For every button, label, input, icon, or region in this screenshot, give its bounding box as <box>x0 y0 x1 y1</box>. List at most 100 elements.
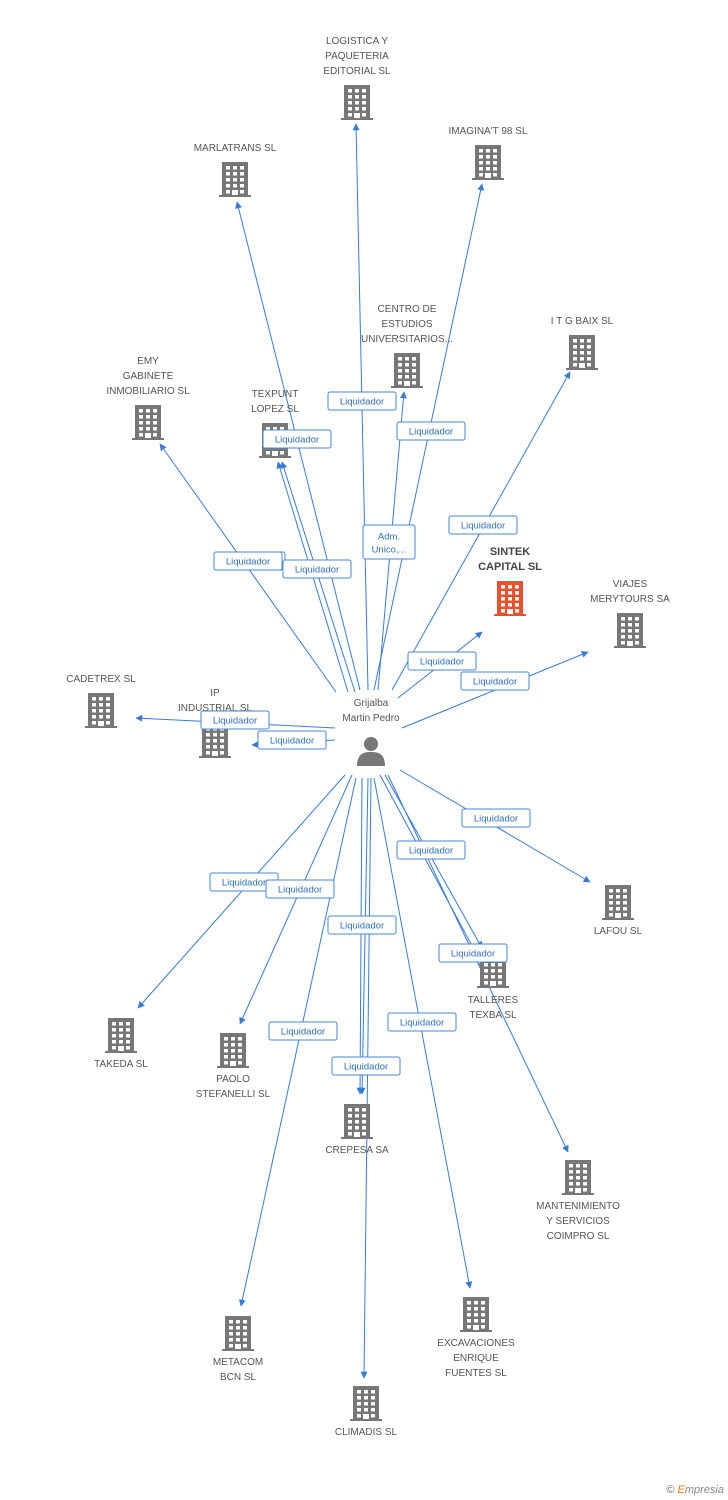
building-icon <box>341 85 373 120</box>
company-node-centro[interactable]: CENTRO DEESTUDIOSUNIVERSITARIOS... <box>361 304 453 388</box>
company-node-itgbaix[interactable]: I T G BAIX SL <box>551 316 614 370</box>
edge-label-lafou[interactable]: Liquidador <box>461 808 531 828</box>
edge-label-texpunt[interactable]: Liquidador <box>282 559 352 579</box>
edge-label-logistica[interactable]: Adm.Unico,... <box>362 524 416 560</box>
company-name-line: PAQUETERIA <box>325 51 389 62</box>
company-node-crepesa[interactable]: CREPESA SA <box>325 1104 389 1156</box>
company-node-lafou[interactable]: LAFOU SL <box>594 885 643 937</box>
company-name-line: TEXBA SL <box>469 1010 517 1021</box>
edge-label-text: Liquidador <box>474 814 518 825</box>
company-node-imaginat[interactable]: IMAGINA'T 98 SL <box>449 126 528 180</box>
company-name-line: FUENTES SL <box>445 1368 507 1379</box>
edge-label-text: Liquidador <box>340 921 384 932</box>
brand-logo-text: mpresia <box>684 1484 724 1496</box>
edge-label-centro[interactable]: Liquidador <box>327 391 397 411</box>
building-icon <box>222 1316 254 1351</box>
edge-label-text: Liquidador <box>461 521 505 532</box>
edge-label-viajes[interactable]: Liquidador <box>460 671 530 691</box>
company-name-line: EMY <box>137 356 159 367</box>
edge-label-text: Liquidador <box>420 657 464 668</box>
edge-label-mantenimiento[interactable]: Liquidador <box>387 1012 457 1032</box>
company-name-line: INMOBILIARIO SL <box>106 386 190 397</box>
company-name-line: STEFANELLI SL <box>196 1089 271 1100</box>
company-name-line: METACOM <box>213 1357 263 1368</box>
company-name-line: CLIMADIS SL <box>335 1427 398 1438</box>
edge-label-crepesa[interactable]: Liquidador <box>327 915 397 935</box>
edge-label-ip[interactable]: Liquidador <box>257 730 327 750</box>
edge-line-talleres <box>384 774 483 949</box>
edge-label-talleres[interactable]: Liquidador <box>438 943 508 963</box>
building-icon <box>566 335 598 370</box>
company-name-line: I T G BAIX SL <box>551 316 614 327</box>
company-name-line: COIMPRO SL <box>547 1231 610 1242</box>
copyright-notice: © Empresia <box>666 1484 724 1496</box>
building-icon <box>614 613 646 648</box>
building-icon <box>219 162 251 197</box>
company-name-line: CAPITAL SL <box>478 561 542 573</box>
edge-line-crepesa <box>356 777 364 1095</box>
edge-label-text: Liquidador <box>213 716 257 727</box>
building-icon <box>602 885 634 920</box>
building-icon <box>472 145 504 180</box>
edge-label-metacom[interactable]: Liquidador <box>268 1021 338 1041</box>
person-icon <box>357 737 385 766</box>
edge-label-text: Liquidador <box>278 885 322 896</box>
edge-label-imaginat[interactable]: Liquidador <box>396 421 466 441</box>
edge-line-talleres <box>379 774 485 969</box>
edge-label-text: Liquidador <box>222 878 266 889</box>
company-name-line: TAKEDA SL <box>94 1059 148 1070</box>
company-node-metacom[interactable]: METACOM BCN SL <box>213 1316 263 1383</box>
edge-label-emy[interactable]: Liquidador <box>213 551 283 571</box>
edge-label-text: Liquidador <box>473 677 517 688</box>
company-name-line: MARLATRANS SL <box>194 143 277 154</box>
company-node-takeda[interactable]: TAKEDA SL <box>94 1018 148 1070</box>
company-node-emy[interactable]: EMY GABINETE INMOBILIARIO SL <box>106 356 190 440</box>
edge-label-text: Liquidador <box>340 397 384 408</box>
building-icon <box>341 1104 373 1139</box>
edge-line-crepesa <box>358 777 369 1095</box>
edge-label-paolo[interactable]: Liquidador <box>265 879 335 899</box>
company-name-line: VIAJES <box>613 579 648 590</box>
company-name-line: INDUSTRIAL SL <box>178 703 253 714</box>
edge-label-itgbaix[interactable]: Liquidador <box>448 515 518 535</box>
edge-label-talleres[interactable]: Liquidador <box>396 840 466 860</box>
company-name-line: LAFOU SL <box>594 926 643 937</box>
edge-label-text: Liquidador <box>400 1018 444 1029</box>
edge-line-metacom <box>238 777 357 1307</box>
building-icon <box>132 405 164 440</box>
edge-label-text: Liquidador <box>275 435 319 446</box>
company-name-line: GABINETE <box>123 371 174 382</box>
building-icon <box>85 693 117 728</box>
company-name-line: LOPEZ SL <box>251 404 299 415</box>
edge-line-climadis <box>360 777 372 1379</box>
building-icon <box>391 353 423 388</box>
company-node-climadis[interactable]: CLIMADIS SL <box>335 1386 398 1438</box>
edge-label-sintek[interactable]: Liquidador <box>407 651 477 671</box>
edge-label-text: Liquidador <box>344 1062 388 1073</box>
edge-label-text: Liquidador <box>226 557 270 568</box>
company-node-cadetrex[interactable]: CADETREX SL <box>66 674 136 728</box>
building-icon <box>494 581 526 616</box>
edge-label-crepesa[interactable]: Liquidador <box>331 1056 401 1076</box>
brand-logo-initial: E <box>677 1484 685 1496</box>
company-node-paolo[interactable]: PAOLO STEFANELLI SL <box>196 1033 271 1100</box>
edge-line-mantenimiento <box>387 774 569 1153</box>
company-name-line: CENTRO DE <box>378 304 437 315</box>
company-name-line: UNIVERSITARIOS... <box>361 334 453 345</box>
edge-label-text: Liquidador <box>409 427 453 438</box>
building-icon <box>460 1297 492 1332</box>
company-name-line: PAOLO <box>216 1074 250 1085</box>
edge-label-cadetrex[interactable]: Liquidador <box>200 710 270 730</box>
edge-label-texpunt[interactable]: Liquidador <box>262 429 332 449</box>
company-name-line: BCN SL <box>220 1372 257 1383</box>
company-node-marlatrans[interactable]: MARLATRANS SL <box>194 143 277 197</box>
edge-label-text: Liquidador <box>295 565 339 576</box>
